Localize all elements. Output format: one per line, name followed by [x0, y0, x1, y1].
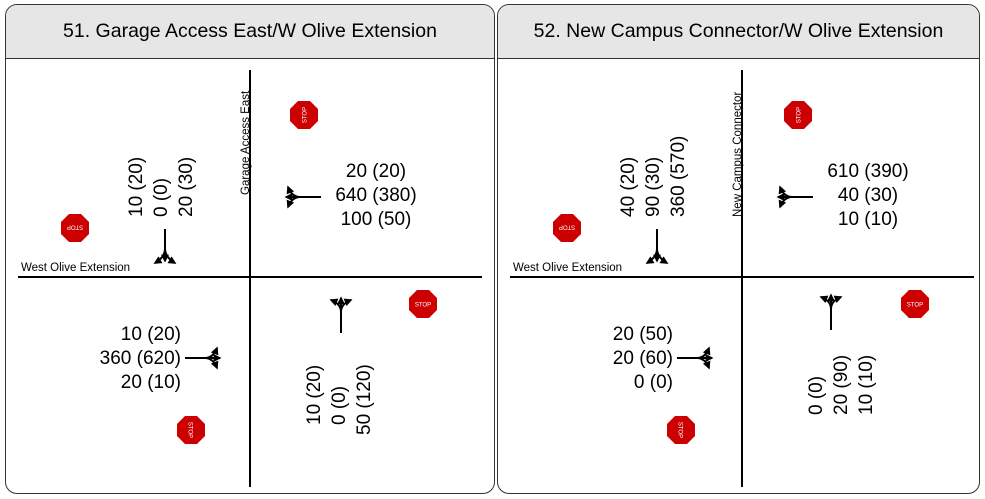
westbound-volumes: 20 (20) 640 (380) 100 (50)	[321, 160, 431, 232]
northbound-volume-3: 10 (10)	[856, 354, 877, 415]
ns-street-label: New Campus Connector	[732, 91, 744, 217]
eastbound-movement-arrow-icon	[185, 346, 222, 370]
northbound-movement-arrow-icon	[819, 293, 843, 330]
eastbound-volume-3: 20 (10)	[120, 372, 181, 393]
southbound-volume-3: 20 (30)	[176, 156, 197, 217]
svg-text:STOP: STOP	[677, 422, 683, 438]
svg-text:STOP: STOP	[303, 107, 309, 123]
southbound-movement-arrow-icon	[153, 229, 177, 264]
westbound-volume-1: 610 (390)	[827, 161, 909, 182]
ns-street-label: Garage Access East	[240, 90, 252, 195]
westbound-volume-1: 20 (20)	[345, 161, 407, 182]
westbound-volume-2: 40 (30)	[837, 185, 899, 206]
eastbound-volume-2: 360 (620)	[99, 348, 181, 369]
eastbound-volume-1: 20 (50)	[612, 324, 673, 345]
svg-text:STOP: STOP	[907, 303, 923, 309]
eastbound-volumes: 20 (50) 20 (60) 0 (0)	[563, 323, 673, 395]
northbound-volume-2: 20 (90)	[831, 354, 852, 415]
eastbound-volume-2: 20 (60)	[612, 348, 673, 369]
southbound-volume-2: 90 (30)	[643, 156, 664, 217]
southbound-volume-1: 10 (20)	[126, 156, 147, 217]
stop-sign-icon-sw: STOP	[177, 416, 205, 444]
eastbound-movement-arrow-icon	[677, 346, 714, 370]
ns-road-line	[741, 70, 743, 487]
eastbound-volumes: 10 (20) 360 (620) 20 (10)	[71, 323, 181, 395]
svg-text:STOP: STOP	[415, 303, 431, 309]
stop-sign-icon-e: STOP	[409, 290, 437, 318]
northbound-volume-3: 50 (120)	[354, 364, 375, 435]
westbound-volume-3: 100 (50)	[340, 209, 412, 230]
stop-sign-icon-w: STOP	[61, 214, 89, 242]
svg-text:STOP: STOP	[559, 224, 575, 230]
ns-road-line	[249, 70, 251, 487]
ew-street-label: West Olive Extension	[513, 262, 623, 274]
stop-sign-icon-ne: STOP	[290, 101, 318, 129]
southbound-volume-2: 0 (0)	[151, 177, 172, 217]
northbound-volume-2: 0 (0)	[329, 385, 350, 425]
westbound-movement-arrow-icon	[284, 185, 321, 209]
eastbound-volume-1: 10 (20)	[120, 324, 181, 345]
svg-text:STOP: STOP	[67, 224, 83, 230]
westbound-volumes: 610 (390) 40 (30) 10 (10)	[813, 160, 923, 232]
eastbound-volume-3: 0 (0)	[633, 372, 673, 393]
svg-text:STOP: STOP	[797, 107, 803, 123]
westbound-volume-2: 640 (380)	[335, 185, 417, 206]
stop-sign-icon-sw: STOP	[667, 416, 695, 444]
southbound-volume-3: 360 (570)	[668, 135, 689, 217]
intersection-panel-51: 51. Garage Access East/W Olive Extension…	[5, 4, 495, 494]
ew-street-label: West Olive Extension	[21, 262, 131, 274]
svg-text:STOP: STOP	[187, 422, 193, 438]
southbound-movement-arrow-icon	[645, 229, 669, 264]
panel-title: 51. Garage Access East/W Olive Extension	[6, 5, 494, 59]
stop-sign-icon-e: STOP	[901, 290, 929, 318]
stop-sign-icon-w: STOP	[553, 214, 581, 242]
northbound-movement-arrow-icon	[329, 296, 353, 333]
westbound-movement-arrow-icon	[776, 185, 813, 209]
northbound-volume-1: 0 (0)	[806, 375, 827, 415]
stop-sign-icon-ne: STOP	[784, 101, 812, 129]
westbound-volume-3: 10 (10)	[837, 209, 899, 230]
intersection-panel-52: 52. New Campus Connector/W Olive Extensi…	[497, 4, 980, 494]
southbound-volume-1: 40 (20)	[618, 156, 639, 217]
panel-title: 52. New Campus Connector/W Olive Extensi…	[498, 5, 979, 59]
northbound-volume-1: 10 (20)	[304, 364, 325, 425]
